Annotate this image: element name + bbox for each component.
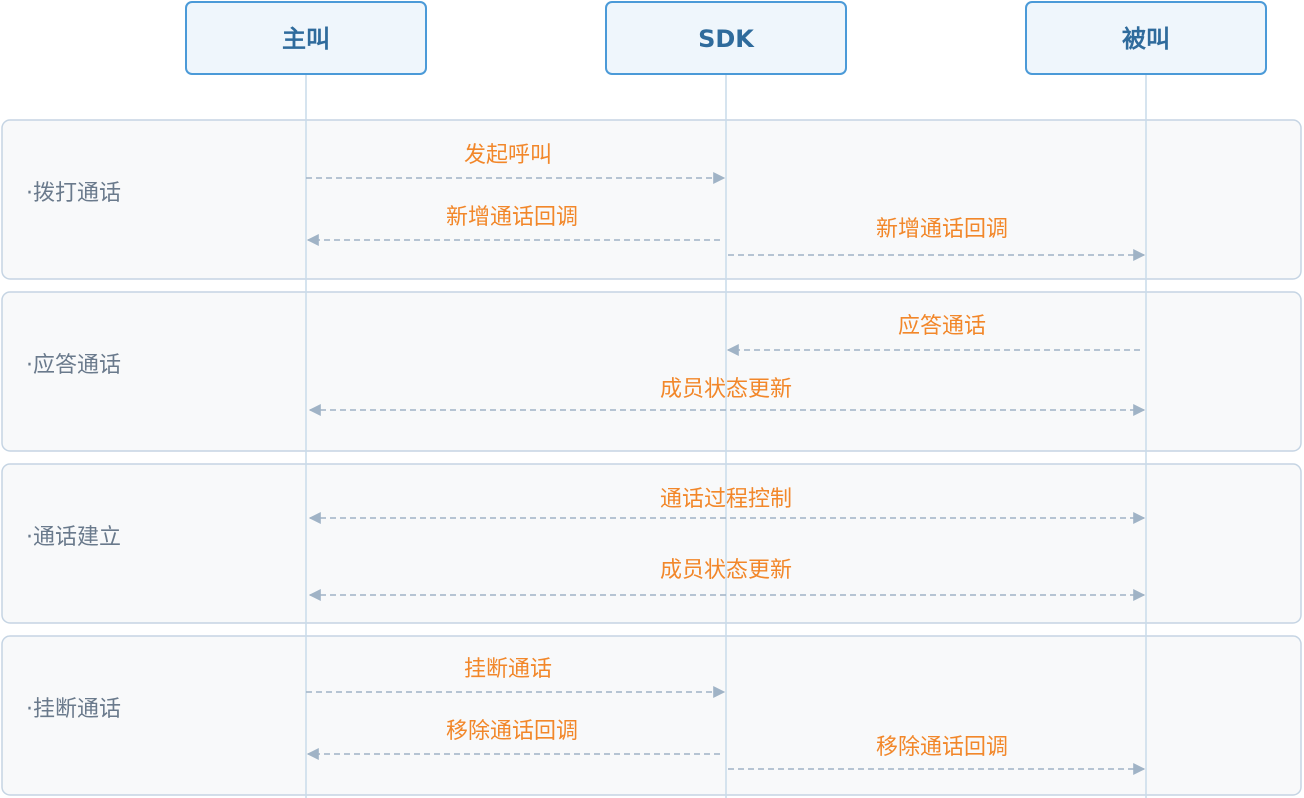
message-member-state-update-2: 成员状态更新 [308,558,1146,601]
phase-label-hangup: ·挂断通话 [26,697,121,722]
phase-label-dial: ·拨打通话 [26,181,121,206]
phase-hangup: ·挂断通话 [1,635,1302,796]
message-add-call-callback-caller: 新增通话回调 [306,205,720,246]
message-member-state-update-1: 成员状态更新 [308,377,1146,416]
phase-label-established: ·通话建立 [26,525,121,550]
phase-dial: ·拨打通话 [1,119,1302,280]
message-add-call-callback-callee: 新增通话回调 [728,217,1146,261]
phase-label-answer: ·应答通话 [26,353,121,378]
participant-caller: 主叫 [185,1,427,75]
message-label: 发起呼叫 [464,143,552,168]
message-label: 通话过程控制 [660,487,792,512]
participant-label-sdk: SDK [698,25,755,53]
message-start-call: 发起呼叫 [306,143,726,184]
message-label: 应答通话 [898,314,986,339]
message-call-process-control: 通话过程控制 [308,487,1146,524]
participant-label-caller: 主叫 [282,25,330,53]
phase-established: ·通话建立 [1,463,1302,624]
participant-label-callee: 被叫 [1122,25,1170,53]
participant-callee: 被叫 [1025,1,1267,75]
phase-answer: ·应答通话 [1,291,1302,452]
message-remove-call-callback-caller: 移除通话回调 [306,719,720,760]
participant-sdk: SDK [605,1,847,75]
message-label: 成员状态更新 [660,558,792,583]
message-remove-call-callback-callee: 移除通话回调 [728,735,1146,775]
message-hangup-call: 挂断通话 [306,657,726,698]
message-answer-call: 应答通话 [726,314,1140,356]
message-label: 挂断通话 [464,657,552,682]
message-label: 新增通话回调 [876,217,1008,242]
message-label: 移除通话回调 [446,719,578,744]
message-label: 新增通话回调 [446,205,578,230]
message-label: 成员状态更新 [660,377,792,402]
message-label: 移除通话回调 [876,735,1008,760]
